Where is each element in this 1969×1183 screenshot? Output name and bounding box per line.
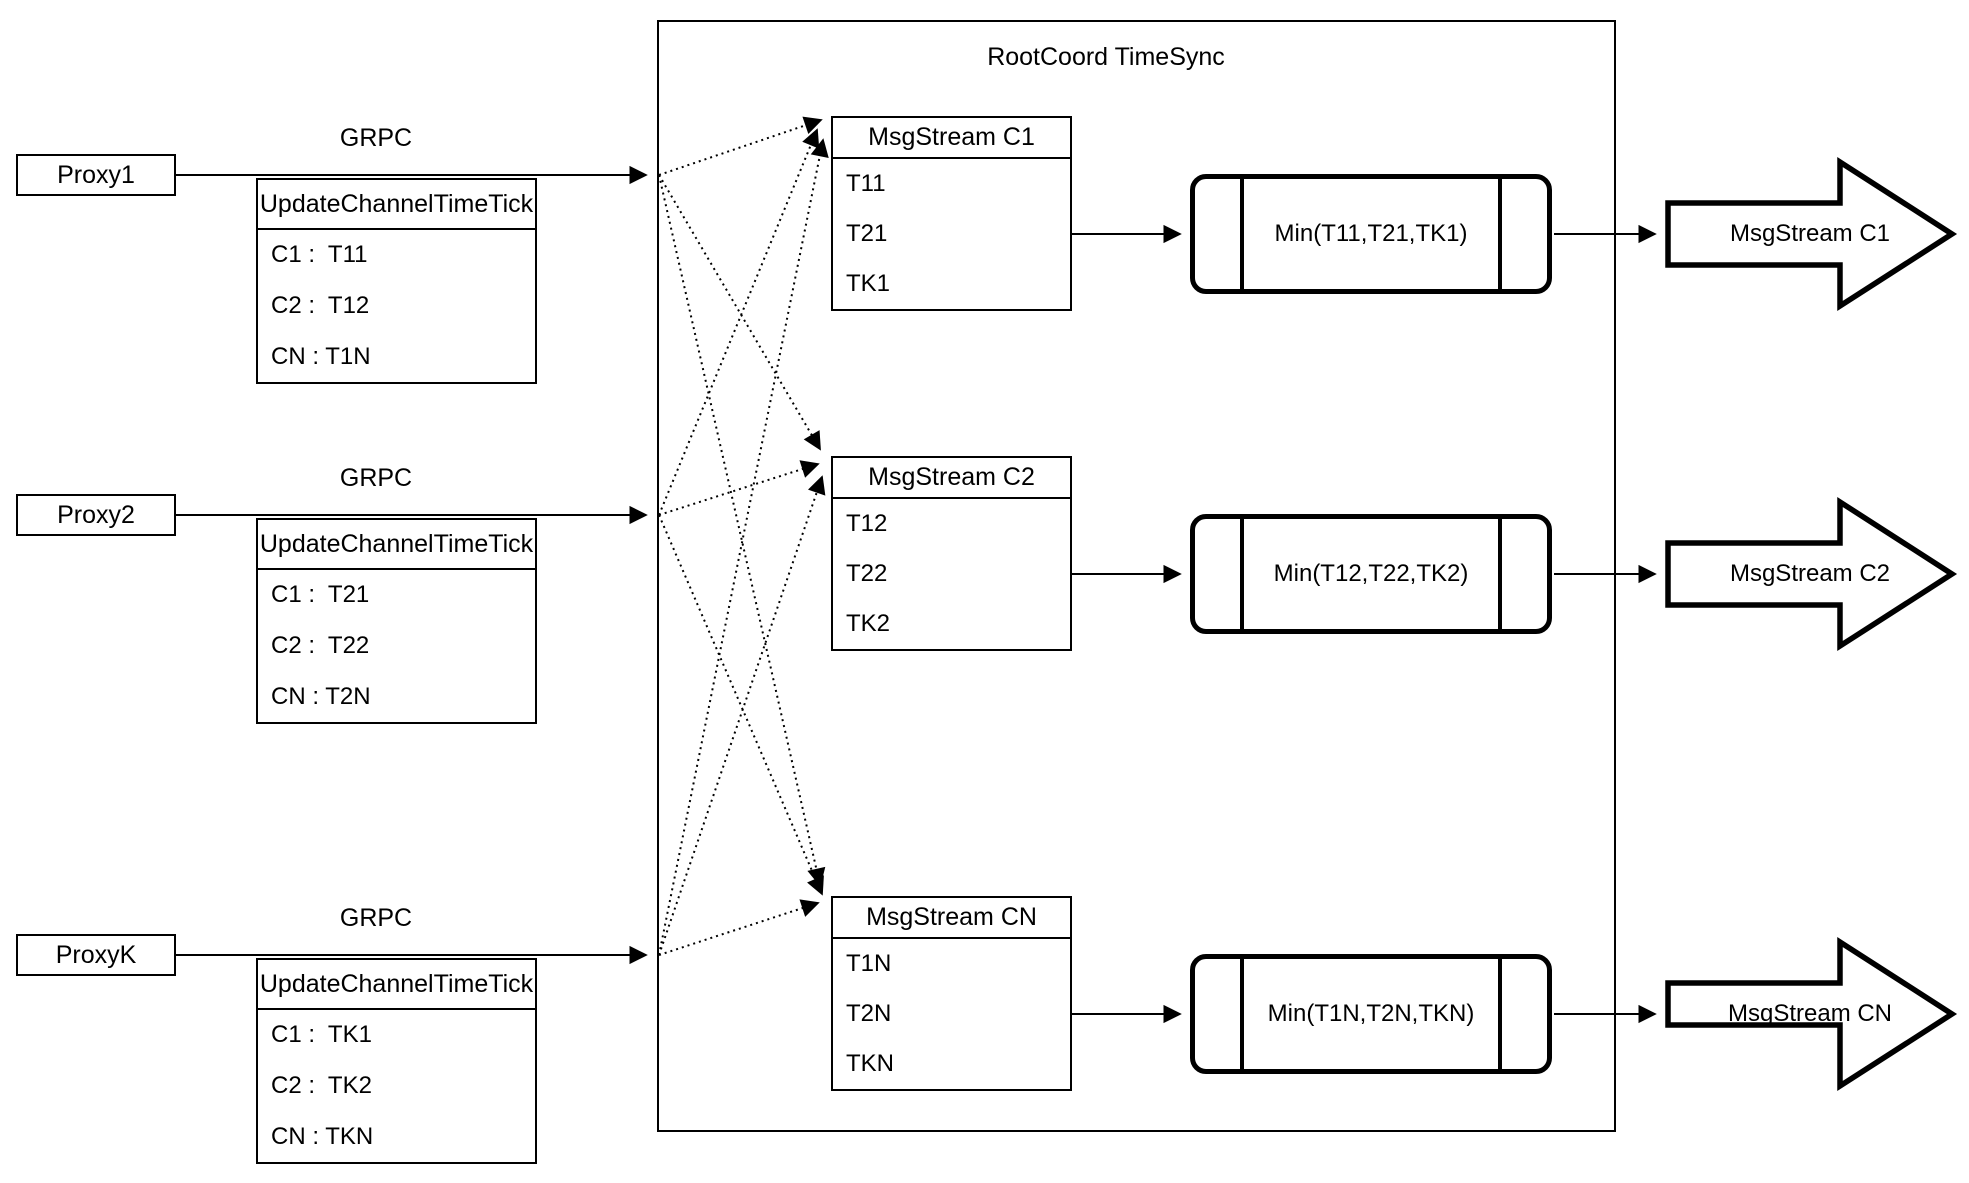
min-node-right-cap [1498, 959, 1547, 1069]
tick-row: T11 [846, 170, 886, 197]
proxyk-label: ProxyK [55, 940, 137, 969]
channel-tick-row: C1 : TK1 [271, 1021, 372, 1049]
dotted-proxyk-to-c2 [658, 475, 826, 956]
channel-tick-row: C2 : T12 [271, 292, 370, 319]
min-node-left-cap [1195, 959, 1244, 1069]
msgstream-c1-header: MsgStream C1 [833, 118, 1070, 159]
channel-tick-row: C2 : T22 [271, 632, 370, 659]
msgstream-c2-table: MsgStream C2 T12 T22 TK2 [831, 456, 1072, 651]
dotted-proxy2-to-c2 [658, 460, 820, 516]
msgstream-cn-table: MsgStream CN T1N T2N TKN [831, 896, 1072, 1091]
output-msgstream-c1-label: MsgStream C1 [1729, 220, 1891, 247]
channel-tick-row: CN : T1N [271, 342, 371, 370]
min-node-right-cap [1498, 519, 1547, 629]
grpc-label-3: GRPC [339, 904, 413, 932]
message-type-header: UpdateChannelTimeTick [258, 180, 535, 230]
tick-row: T2N [846, 1000, 892, 1027]
tick-row: TK1 [846, 270, 891, 297]
output-msgstream-c2-label: MsgStream C2 [1729, 560, 1891, 587]
proxy2-box: Proxy2 [16, 494, 176, 536]
min-expression: Min(T1N,T2N,TKN) [1267, 1000, 1475, 1027]
block-arrow-cn [1665, 936, 1958, 1092]
dotted-proxy2-to-c1 [658, 128, 820, 516]
rootcoord-title: RootCoord TimeSync [987, 43, 1225, 71]
update-channel-timetick-table-2: UpdateChannelTimeTick C1 : T21 C2 : T22 … [256, 518, 537, 724]
output-msgstream-cn-label: MsgStream CN [1727, 1000, 1893, 1027]
min-expression: Min(T11,T21,TK1) [1274, 220, 1468, 247]
min-node-c2: Min(T12,T22,TK2) [1190, 514, 1552, 634]
update-channel-timetick-table-1: UpdateChannelTimeTick C1 : T11 C2 : T12 … [256, 178, 537, 384]
tick-row: T22 [846, 560, 888, 587]
tick-row: TK2 [846, 610, 891, 637]
min-node-right-cap [1498, 179, 1547, 289]
tick-row: T12 [846, 510, 888, 537]
block-arrow-c2 [1665, 496, 1958, 652]
dotted-proxy1-to-c1 [658, 116, 823, 176]
dotted-proxy2-to-cn [658, 514, 824, 896]
channel-tick-row: CN : TKN [271, 1122, 374, 1150]
grpc-label-1: GRPC [339, 124, 413, 152]
proxy1-box: Proxy1 [16, 154, 176, 196]
msgstream-c1-table: MsgStream C1 T11 T21 TK1 [831, 116, 1072, 311]
min-node-c1: Min(T11,T21,TK1) [1190, 174, 1552, 294]
proxy2-label: Proxy2 [57, 500, 135, 529]
channel-tick-row: C2 : TK2 [271, 1072, 372, 1099]
min-node-left-cap [1195, 179, 1244, 289]
channel-tick-row: C1 : T11 [271, 241, 368, 269]
min-expression: Min(T12,T22,TK2) [1273, 560, 1469, 587]
message-type-header: UpdateChannelTimeTick [258, 520, 535, 570]
tick-row: TKN [846, 1050, 894, 1077]
proxy1-label: Proxy1 [57, 160, 135, 189]
msgstream-cn-header: MsgStream CN [833, 898, 1070, 939]
block-arrow-c1 [1665, 156, 1958, 312]
grpc-label-2: GRPC [339, 464, 413, 492]
dotted-proxyk-to-cn [658, 899, 820, 956]
dotted-proxyk-to-c1 [658, 138, 829, 956]
dotted-proxy1-to-cn [658, 174, 826, 887]
dotted-proxy1-to-c2 [658, 174, 821, 451]
proxyk-box: ProxyK [16, 934, 176, 976]
channel-tick-row: C1 : T21 [271, 581, 370, 609]
update-channel-timetick-table-3: UpdateChannelTimeTick C1 : TK1 C2 : TK2 … [256, 958, 537, 1164]
msgstream-c2-header: MsgStream C2 [833, 458, 1070, 499]
min-node-cn: Min(T1N,T2N,TKN) [1190, 954, 1552, 1074]
tick-row: T1N [846, 950, 892, 977]
tick-row: T21 [846, 220, 888, 247]
message-type-header: UpdateChannelTimeTick [258, 960, 535, 1010]
channel-tick-row: CN : T2N [271, 682, 371, 710]
min-node-left-cap [1195, 519, 1244, 629]
